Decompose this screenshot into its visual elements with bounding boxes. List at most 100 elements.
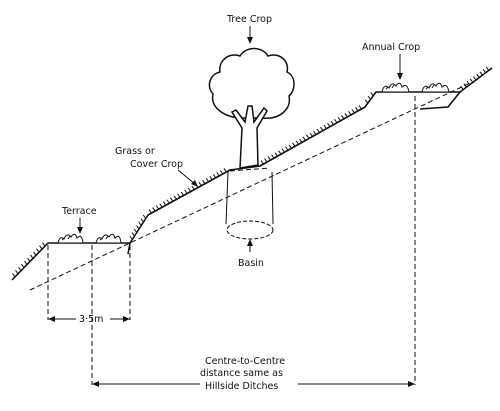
hatch-tick [177, 193, 181, 198]
hatch-tick [138, 221, 142, 226]
hatch-tick [264, 158, 268, 163]
ground-profile [11, 67, 493, 281]
basin-label: Basin [238, 258, 264, 269]
hatch-tick [187, 187, 192, 192]
hatch-tick [306, 134, 310, 139]
terrace-label: Terrace [61, 206, 97, 217]
hatch-tick [205, 177, 210, 183]
hatch-tick [21, 263, 25, 268]
hatch-tick [155, 205, 160, 210]
hatch-tick [278, 150, 282, 155]
hatch-tick [355, 107, 359, 112]
upper-terrace-riser [419, 91, 461, 110]
hatch-tick [341, 115, 345, 120]
hatch-tick [191, 185, 195, 190]
hatch-tick [460, 85, 464, 90]
hatch-tick [223, 168, 227, 173]
slope-hatching [12, 66, 490, 278]
hatch-tick [36, 248, 40, 253]
hatch-tick [267, 156, 271, 161]
tree-crop-arrow [247, 37, 253, 44]
hatch-tick [358, 105, 362, 110]
hatch-tick [209, 175, 213, 181]
hatch-tick [344, 113, 348, 118]
tree-icon [208, 47, 295, 169]
hatch-tick [33, 251, 37, 256]
hatch-tick [216, 172, 220, 177]
distance-arrow-left [92, 381, 99, 387]
hatch-tick [271, 154, 275, 159]
hatch-tick [212, 174, 217, 179]
grass-arrow [191, 180, 198, 187]
hatch-tick [198, 181, 202, 186]
hatch-tick [285, 146, 289, 151]
hatch-tick [364, 99, 369, 104]
basin-arrow [247, 239, 253, 246]
hatch-tick [469, 78, 474, 83]
hatch-tick [292, 142, 296, 147]
hatch-tick [162, 201, 167, 206]
hatch-tick [42, 242, 46, 247]
terrace-crops [57, 233, 122, 244]
distance-arrow-right [408, 381, 415, 387]
hatch-tick [15, 270, 19, 275]
hatch-tick [485, 66, 490, 71]
hatch-tick [159, 203, 163, 208]
hatch-tick [18, 266, 22, 272]
hatch-tick [316, 128, 320, 133]
hatch-tick [24, 260, 28, 265]
hatch-tick [184, 189, 188, 194]
grass-label-line1: Grass or [115, 146, 155, 157]
hatch-tick [30, 254, 34, 259]
hatch-tick [281, 148, 285, 153]
original-slope-line [29, 83, 469, 291]
hatch-tick [274, 152, 278, 157]
distance-label-line2: distance same as [200, 368, 283, 379]
hatch-tick [466, 81, 471, 86]
hatch-tick [170, 197, 174, 202]
hatch-tick [129, 235, 133, 240]
hatch-tick [330, 120, 334, 125]
hatch-tick [323, 124, 327, 129]
hatch-tick [180, 191, 185, 196]
grass-label-line2: Cover Crop [130, 159, 183, 170]
hatch-tick [348, 111, 352, 116]
tree-crop-label: Tree Crop [226, 14, 272, 25]
hatch-tick [133, 228, 138, 233]
hatch-tick [219, 170, 224, 175]
hatch-tick [136, 225, 140, 230]
hatch-tick [351, 109, 355, 114]
hatch-tick [27, 257, 31, 262]
hatch-tick [142, 214, 147, 219]
hatch-tick [299, 138, 303, 143]
hatch-tick [476, 73, 480, 78]
hatch-tick [482, 69, 487, 74]
annual-crop-arrow [397, 73, 403, 80]
hatch-tick [295, 140, 299, 145]
hatch-tick [131, 232, 135, 237]
hatch-tick [473, 76, 477, 81]
hatch-tick [320, 126, 324, 131]
distance-label-line1: Centre-to-Centre [205, 356, 285, 367]
hatch-tick [12, 273, 16, 278]
hatch-tick [260, 160, 264, 165]
lower-terrace-edge [127, 242, 131, 255]
terrace-arrow [77, 227, 83, 234]
hatch-tick [288, 144, 292, 149]
hatch-tick [152, 207, 156, 212]
hatch-tick [327, 122, 331, 127]
hatch-tick [202, 179, 206, 184]
spacing-arrow-left [48, 316, 55, 322]
spacing-label: 3·5m [79, 314, 103, 325]
hatch-tick [334, 118, 338, 124]
spacing-arrow-right [123, 316, 130, 322]
hatch-tick [39, 245, 43, 250]
hatch-tick [367, 95, 371, 100]
grass-pointer [177, 169, 196, 185]
hatch-tick [313, 130, 317, 135]
annual-crop-label: Annual Crop [362, 42, 420, 53]
hatch-tick [370, 91, 374, 97]
annual-crops [381, 82, 450, 93]
hatch-tick [148, 209, 152, 214]
hatch-tick [479, 71, 483, 76]
